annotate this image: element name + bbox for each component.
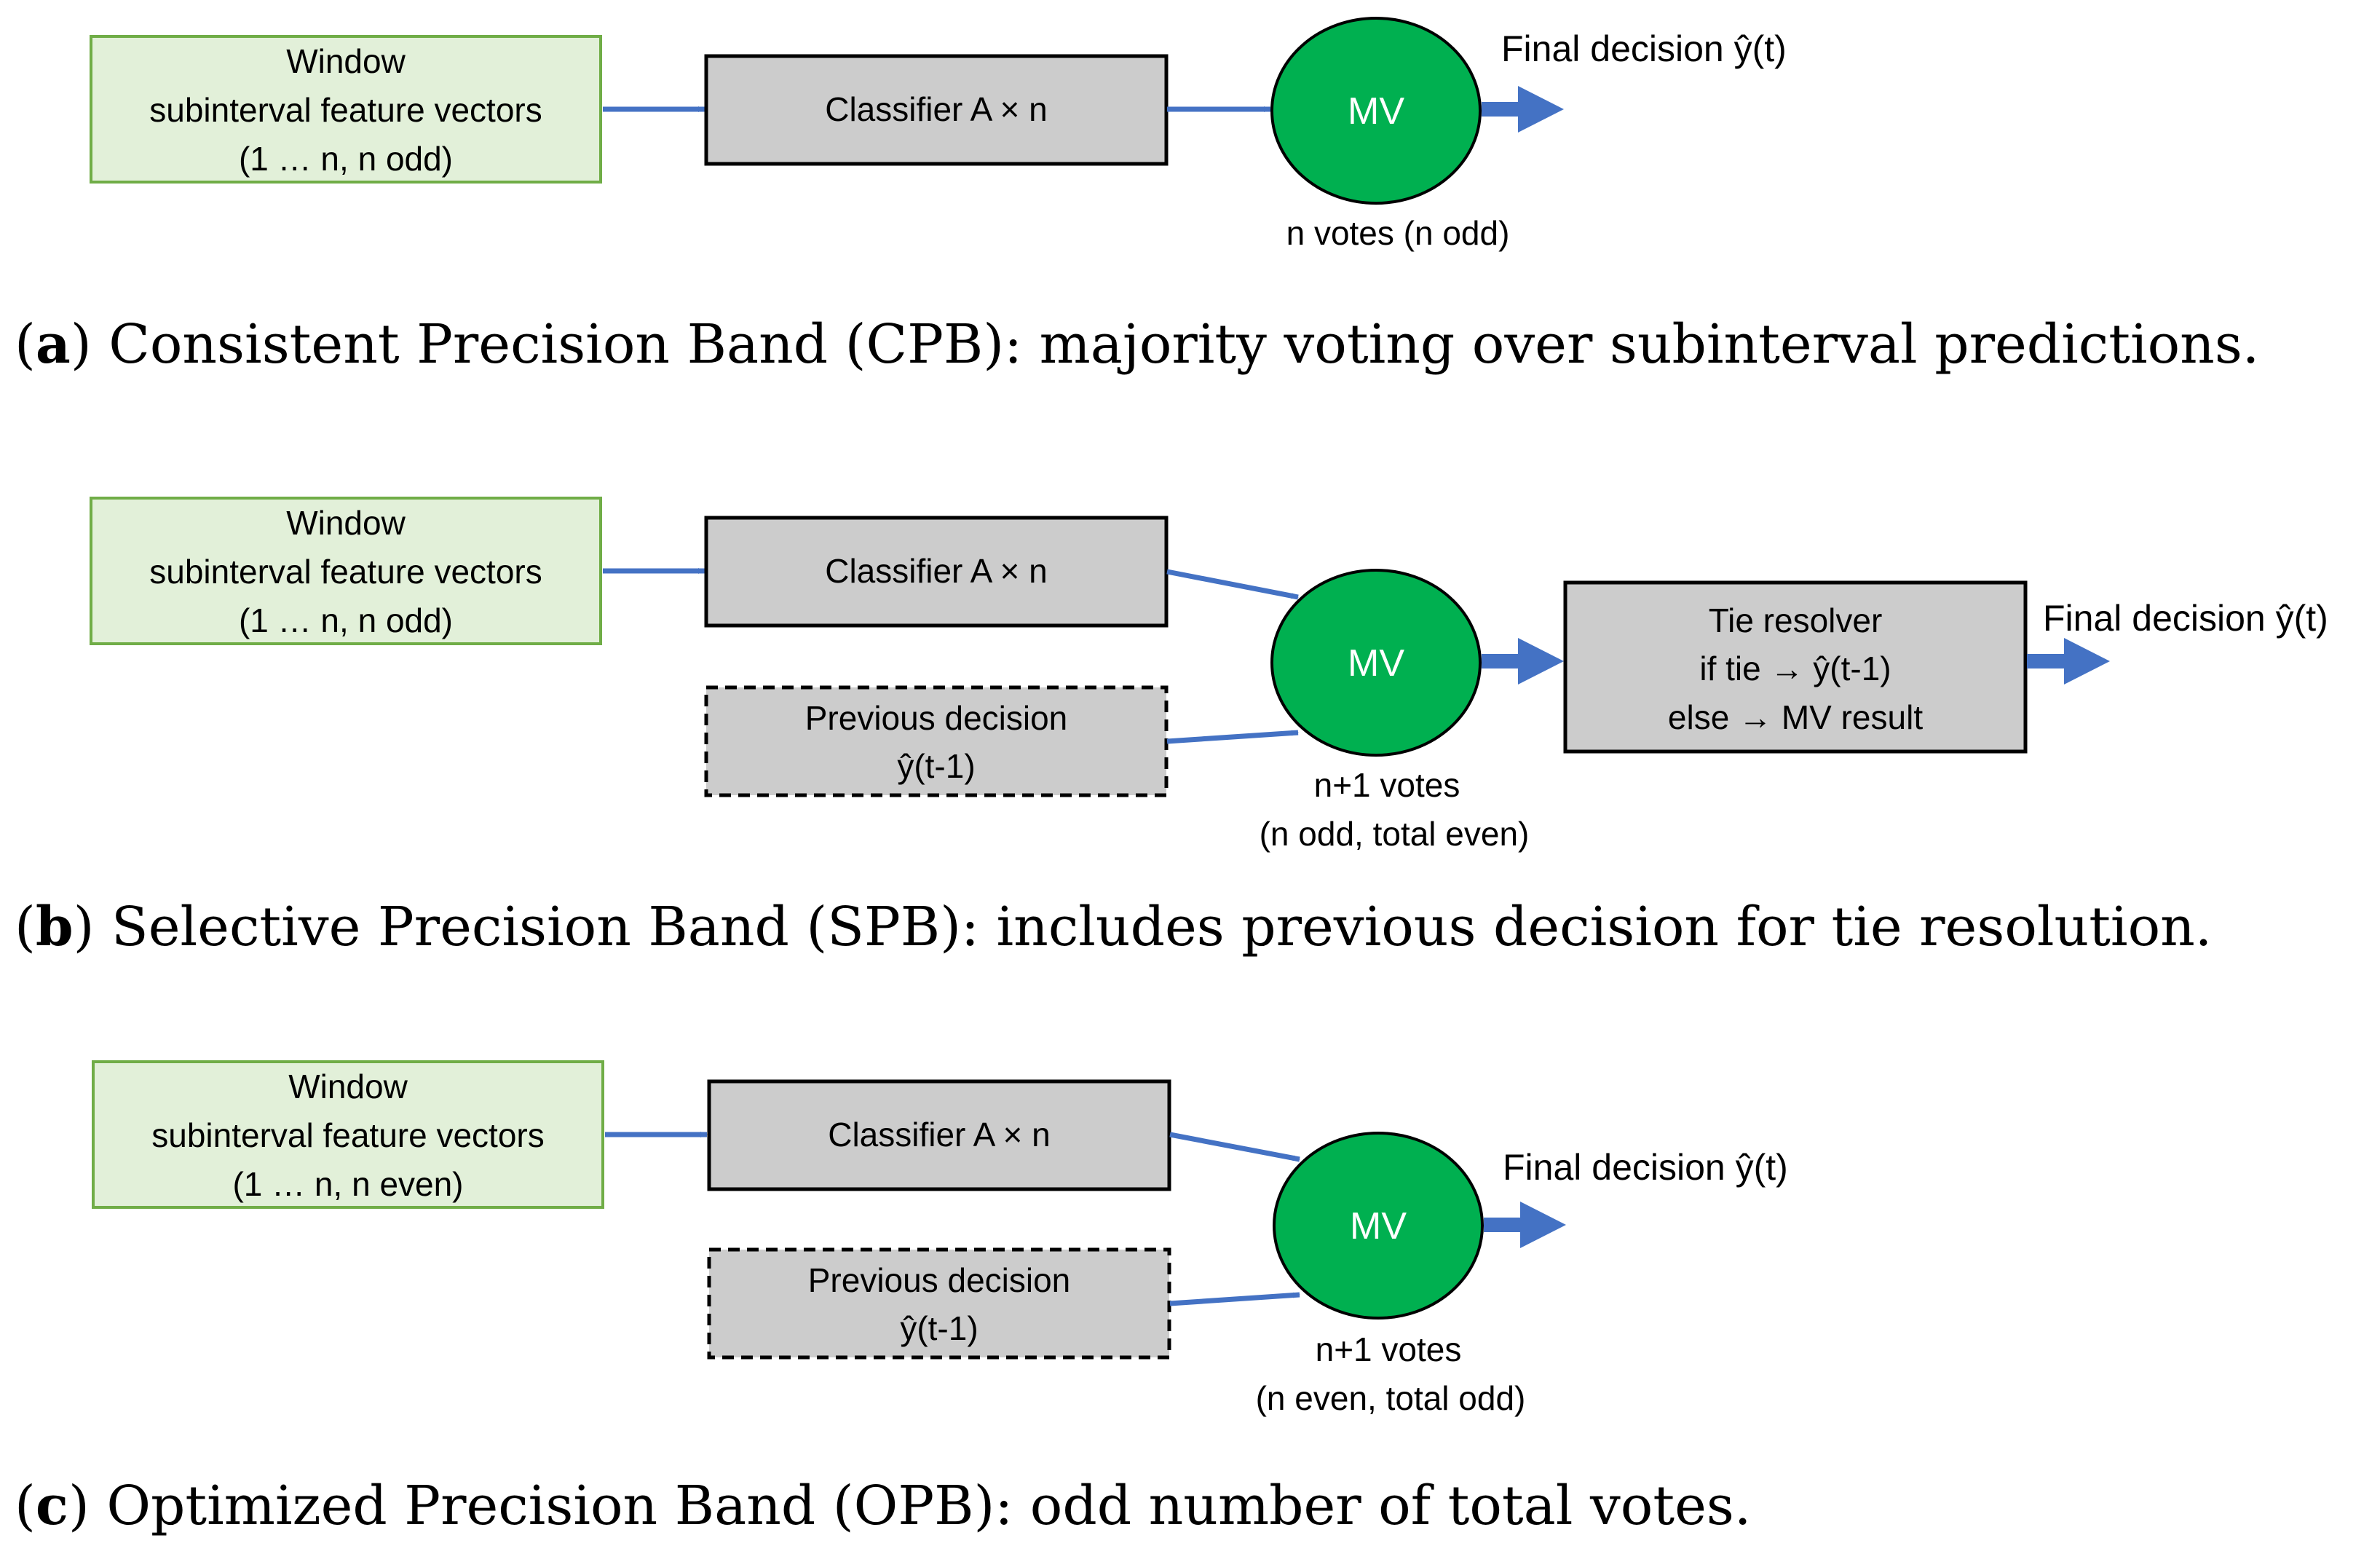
panel-b: Window subinterval feature vectors (1 … …: [15, 497, 2328, 958]
previous-line-2: ŷ(t-1): [897, 747, 975, 785]
votes-label: n votes (n odd): [1286, 214, 1510, 252]
classifier-box: [704, 54, 1169, 166]
classifier-label: Classifier A × n: [828, 1116, 1051, 1153]
mv-label: MV: [1348, 90, 1404, 133]
input-box: [90, 497, 602, 645]
final-arrow: [1484, 1202, 1566, 1248]
input-line-3: (1 … n, n odd): [239, 140, 453, 178]
classifier-label: Classifier A × n: [825, 90, 1048, 128]
classifier-to-mv-arrow: [1169, 1132, 1300, 1162]
final-arrow: [2027, 638, 2110, 685]
tie-line-3: else → MV result: [1668, 698, 1923, 736]
final-arrow: [1482, 86, 1564, 133]
previous-to-mv-arrow: [1169, 1292, 1300, 1306]
votes-label-line-1: n+1 votes: [1314, 766, 1460, 804]
votes-label-line-1: n+1 votes: [1316, 1330, 1462, 1368]
caption-text: ) Selective Precision Band (SPB): includ…: [74, 896, 2213, 958]
input-line-1: Window: [286, 42, 406, 80]
tie-line-1: Tie resolver: [1709, 602, 1883, 639]
caption: (a) Consistent Precision Band (CPB): maj…: [15, 313, 2259, 376]
input-box: [90, 35, 602, 184]
previous-line-1: Previous decision: [808, 1261, 1071, 1299]
mv-label: MV: [1350, 1205, 1407, 1247]
tie-line-2: if tie → ŷ(t-1): [1699, 650, 1891, 687]
panel-c: Window subinterval feature vectors (1 … …: [15, 1060, 1788, 1537]
input-line-3: (1 … n, n odd): [239, 602, 453, 639]
caption: (c) Optimized Precision Band (OPB): odd …: [15, 1475, 1751, 1537]
caption-letter: a: [36, 313, 71, 376]
classifier-label: Classifier A × n: [825, 552, 1048, 590]
caption-text: ) Optimized Precision Band (OPB): odd nu…: [68, 1475, 1751, 1537]
votes-label-line-2: (n even, total odd): [1256, 1379, 1526, 1417]
previous-line-1: Previous decision: [805, 699, 1068, 737]
tie-resolver-box: [1563, 580, 2028, 754]
input-line-1: Window: [286, 504, 406, 542]
votes-label-line-2: (n odd, total even): [1260, 815, 1530, 853]
input-line-2: subinterval feature vectors: [149, 553, 542, 591]
final-decision-label: Final decision ŷ(t): [2043, 598, 2328, 639]
input-line-3: (1 … n, n even): [232, 1165, 463, 1203]
previous-to-mv-arrow: [1166, 730, 1299, 744]
mv-circle: [1270, 17, 1482, 205]
input-line-2: subinterval feature vectors: [151, 1116, 545, 1154]
caption-text: ) Consistent Precision Band (CPB): major…: [71, 313, 2260, 376]
panel-a: Window subinterval feature vectors (1 … …: [15, 17, 2259, 376]
caption-letter: b: [36, 896, 74, 958]
classifier-box: [704, 516, 1169, 628]
input-box: [92, 1060, 604, 1209]
mv-label: MV: [1348, 642, 1404, 685]
final-decision-label: Final decision ŷ(t): [1503, 1147, 1788, 1188]
classifier-to-mv-arrow: [1166, 569, 1299, 600]
input-line-1: Window: [288, 1068, 408, 1105]
final-decision-label: Final decision ŷ(t): [1501, 28, 1787, 69]
previous-decision-box: [707, 1247, 1171, 1360]
caption: (b) Selective Precision Band (SPB): incl…: [15, 896, 2212, 958]
mv-circle: [1273, 1132, 1484, 1320]
classifier-box: [707, 1079, 1171, 1191]
caption-letter: c: [36, 1475, 68, 1537]
input-line-2: subinterval feature vectors: [149, 91, 542, 129]
mv-to-tie-arrow: [1482, 638, 1564, 685]
previous-line-2: ŷ(t-1): [900, 1309, 978, 1347]
mv-circle: [1270, 569, 1482, 757]
previous-decision-box: [704, 685, 1169, 797]
